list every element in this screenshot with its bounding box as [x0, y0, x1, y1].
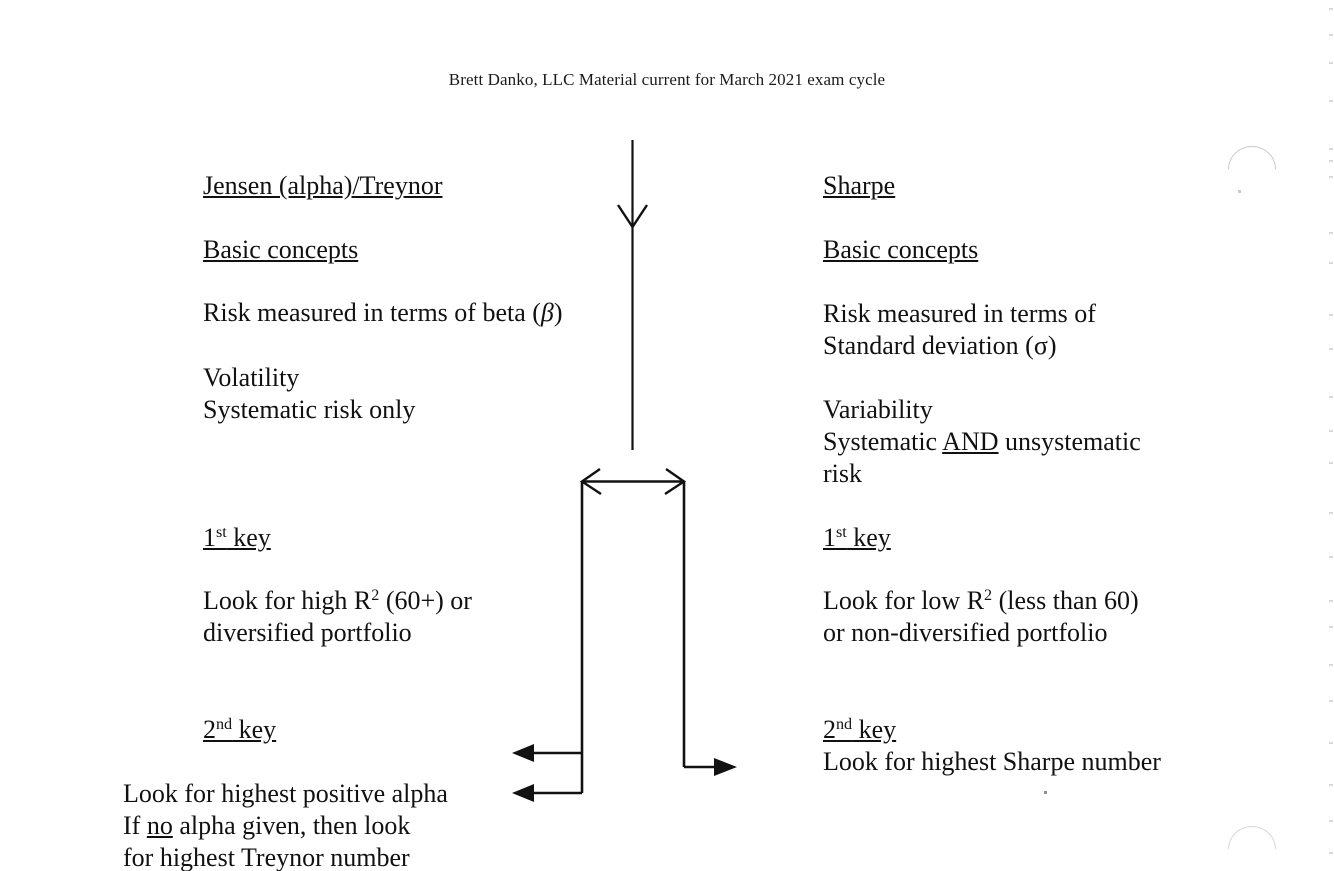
scan-artifact-speck: [1044, 791, 1047, 794]
ordinal-suffix-st: st: [216, 524, 227, 542]
right-second-key-heading: 2nd key: [823, 682, 896, 746]
right-risk-measure-prefix: Risk measured in terms of Standard devia…: [823, 299, 1096, 360]
double-arrow-head-left: [579, 468, 602, 496]
ordinal-suffix-st: st: [836, 524, 847, 542]
scan-artifact-speck: [1238, 190, 1241, 193]
ordinal-suffix-nd: nd: [836, 716, 853, 734]
left-volatility-text: Volatility Systematic risk only: [203, 363, 416, 424]
left-risk-measure-prefix: Risk measured in terms of beta (: [203, 298, 541, 327]
emphasis-no: no: [146, 811, 173, 840]
left-first-key-body: Look for high R2 (60+) or diversified po…: [203, 586, 472, 647]
r-squared-exponent: 2: [984, 587, 993, 605]
beta-symbol: β: [540, 298, 554, 327]
right-second-key-label: 2nd key: [823, 715, 897, 744]
right-arrow-head: [714, 758, 737, 776]
double-arrow-head-right: [664, 468, 687, 496]
sigma-symbol: σ: [1033, 331, 1048, 360]
left-column-title: Jensen (alpha)/Treynor: [203, 171, 443, 200]
left-key2-line1: Look for highest positive alpha: [123, 779, 448, 808]
left-key2-line3: for highest Treynor number: [123, 843, 410, 871]
right-risk-measure: Risk measured in terms of Standard devia…: [823, 266, 1096, 362]
left-second-key-heading: 2nd key: [203, 682, 276, 746]
left-first-key-heading: 1st key: [203, 490, 271, 554]
scan-edge-marks: [1326, 0, 1334, 871]
r-squared-exponent: 2: [371, 587, 380, 605]
right-basic-concepts-heading: Basic concepts: [823, 235, 979, 264]
right-column-title: Sharpe: [823, 171, 896, 200]
left-basic-concepts-heading: Basic concepts: [203, 235, 359, 264]
down-arrow-head: [616, 204, 649, 230]
left-second-key-label: 2nd key: [203, 715, 277, 744]
left-risk-measure: Risk measured in terms of beta (β): [203, 265, 563, 329]
scan-artifact-arc-top: [1228, 146, 1276, 169]
emphasis-and: AND: [942, 427, 999, 456]
scan-artifact-arc-bottom: [1228, 826, 1276, 849]
page-header: Brett Danko, LLC Material current for Ma…: [448, 70, 886, 89]
right-first-key-heading: 1st key: [823, 490, 891, 554]
right-second-key-body: Look for highest Sharpe number: [823, 747, 1161, 776]
right-risk-measure-suffix: ): [1047, 331, 1057, 360]
ordinal-suffix-nd: nd: [216, 716, 233, 734]
right-first-key-label: 1st key: [823, 523, 891, 552]
left-first-key-label: 1st key: [203, 523, 271, 552]
left-risk-measure-suffix: ): [553, 298, 563, 327]
right-first-key-body: Look for low R2 (less than 60) or non-di…: [823, 586, 1139, 647]
variability-line1: Variability: [823, 395, 933, 424]
